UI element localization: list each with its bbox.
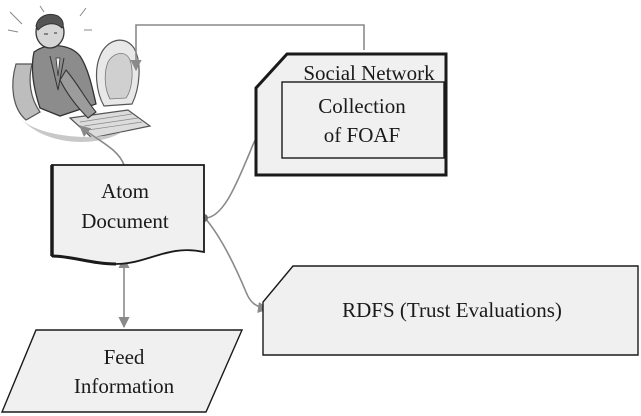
- social-network-node: Social Network Collection of FOAF: [254, 52, 448, 177]
- feed-information-line2: Information: [74, 374, 175, 398]
- connectors: [79, 24, 365, 329]
- arrow-atom-to-rdfs: [204, 217, 270, 313]
- arrow-social-network-to-user: [130, 24, 365, 72]
- rdfs-label: RDFS (Trust Evaluations): [342, 298, 562, 322]
- foaf-collection-line1: Collection: [318, 94, 406, 118]
- person-at-computer-icon: [7, 5, 152, 142]
- atom-document-line1: Atom: [101, 179, 149, 203]
- social-network-title: Social Network: [303, 61, 435, 85]
- atom-document-node: Atom Document: [50, 164, 205, 266]
- feed-information-line1: Feed: [104, 345, 145, 369]
- atom-document-line2: Document: [81, 209, 169, 233]
- foaf-collection-box: [281, 81, 445, 159]
- arrow-atom-to-user: [79, 125, 125, 166]
- rdfs-trust-evaluations-node: RDFS (Trust Evaluations): [262, 265, 639, 356]
- feed-information-node: Feed Information: [0, 329, 244, 413]
- foaf-collection-line2: of FOAF: [324, 123, 400, 147]
